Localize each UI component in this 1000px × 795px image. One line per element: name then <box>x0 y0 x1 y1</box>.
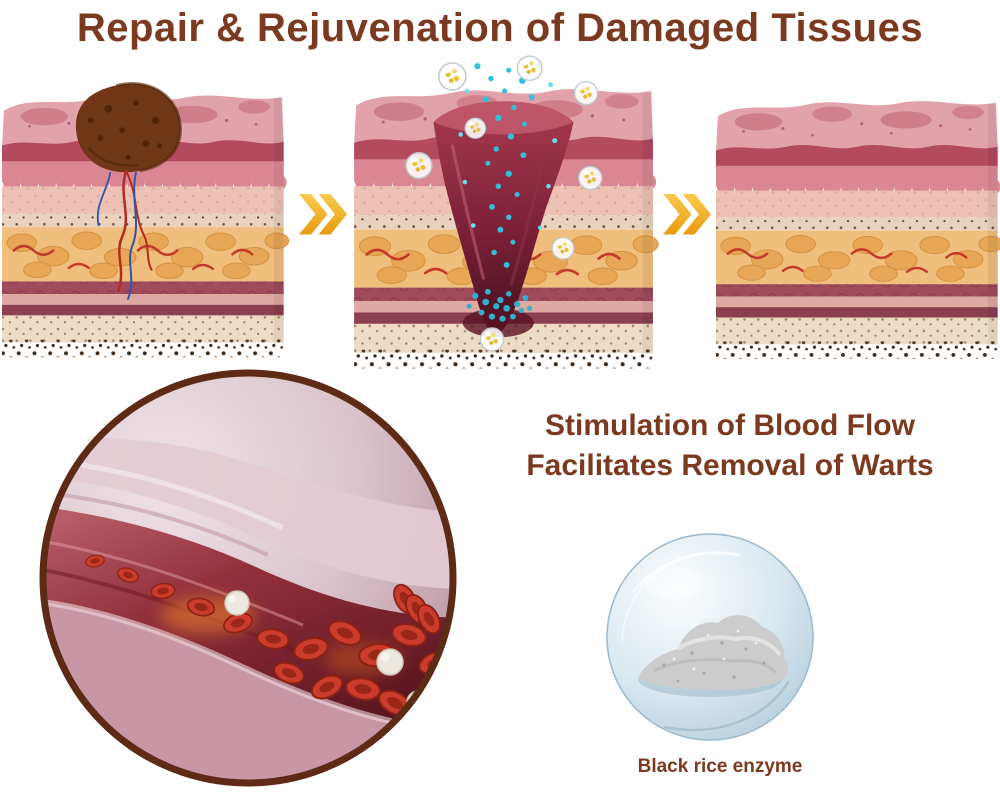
powder-caption: Black rice enzyme <box>637 756 803 777</box>
blood-vessels <box>96 169 153 300</box>
page-title: Repair & Rejuvenation of Damaged Tissues <box>76 6 924 50</box>
blood-vessel-illustration <box>33 363 463 793</box>
powder-pile <box>638 615 789 691</box>
powder-sphere-illustration <box>604 531 816 743</box>
subtitle: Stimulation of Blood Flow Facilitates Re… <box>480 406 980 486</box>
tissue-repair-progression-illustration <box>0 55 1000 370</box>
subtitle-line-1: Stimulation of Blood Flow <box>545 409 915 442</box>
progress-arrow-icon <box>299 194 347 235</box>
skin-damaged-illustration <box>0 82 290 359</box>
progress-arrow-icon <box>663 194 711 235</box>
subtitle-line-2: Facilitates Removal of Warts <box>526 449 934 482</box>
skin-healed-illustration <box>714 99 1000 360</box>
circle-border <box>39 369 457 787</box>
skin-healing-illustration <box>352 55 660 370</box>
wart-blob <box>75 82 182 173</box>
